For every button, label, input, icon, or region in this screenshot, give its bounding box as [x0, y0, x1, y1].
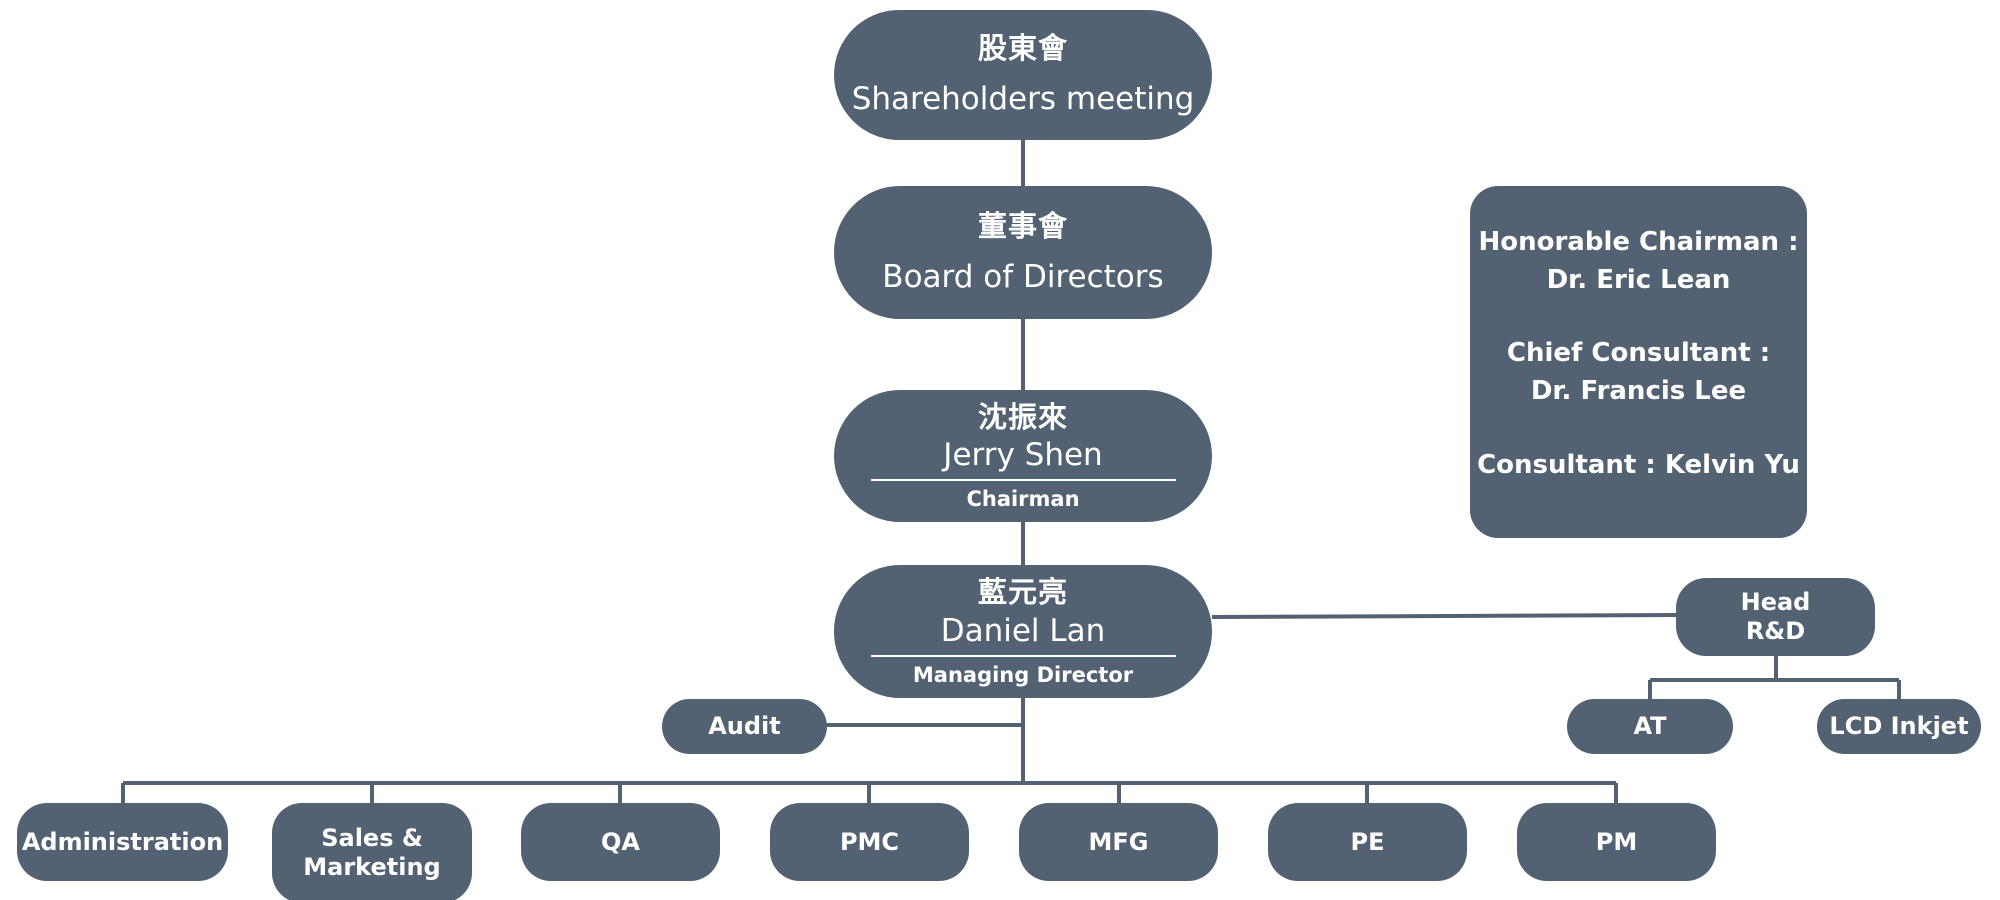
- dept-pm-label: PM: [1595, 827, 1638, 856]
- shareholders-node: 股東會 Shareholders meeting: [834, 10, 1212, 140]
- dept-administration-label: Administration: [21, 827, 224, 856]
- rd-child-at-label: AT: [1633, 712, 1667, 741]
- md-name-zh: 藍元亮: [977, 575, 1068, 610]
- consultant: Consultant : Kelvin Yu: [1470, 447, 1807, 485]
- honorable-chairman: Honorable Chairman : Dr. Eric Lean: [1470, 224, 1807, 299]
- chairman-name-en: Jerry Shen: [943, 437, 1103, 474]
- md-name-en: Daniel Lan: [940, 612, 1106, 649]
- dept-pe-label: PE: [1350, 827, 1385, 856]
- board-name-zh: 董事會: [977, 208, 1068, 243]
- rd-child-lcd-inkjet: LCD Inkjet: [1817, 699, 1981, 754]
- chief-consultant: Chief Consultant : Dr. Francis Lee: [1470, 335, 1807, 410]
- rd-child-at: AT: [1567, 699, 1733, 754]
- dept-pmc-label: PMC: [839, 827, 900, 856]
- rd-child-lcd-inkjet-label: LCD Inkjet: [1829, 712, 1969, 741]
- dept-qa-label: QA: [601, 827, 640, 856]
- rd-line1: Head: [1740, 588, 1811, 617]
- dept-sales-marketing-label: Sales & Marketing: [303, 824, 441, 881]
- dept-administration: Administration: [17, 803, 228, 881]
- advisors-box: Honorable Chairman : Dr. Eric Lean Chief…: [1470, 186, 1807, 538]
- chairman-role: Chairman: [870, 479, 1176, 512]
- shareholders-name-en: Shareholders meeting: [851, 81, 1195, 118]
- managing-director-node: 藍元亮 Daniel Lan Managing Director: [834, 565, 1212, 698]
- md-role: Managing Director: [870, 654, 1176, 688]
- dept-mfg-label: MFG: [1088, 827, 1149, 856]
- board-node: 董事會 Board of Directors: [834, 186, 1212, 319]
- audit-label: Audit: [708, 712, 781, 741]
- chief-consultant-name: Dr. Francis Lee: [1530, 376, 1747, 407]
- rd-line2: R&D: [1745, 617, 1806, 645]
- dept-pe: PE: [1268, 803, 1467, 881]
- audit-node: Audit: [662, 699, 827, 754]
- chairman-name-zh: 沈振來: [977, 399, 1068, 434]
- honorable-chairman-name: Dr. Eric Lean: [1546, 264, 1731, 295]
- dept-pmc: PMC: [770, 803, 969, 881]
- chief-consultant-title: Chief Consultant :: [1506, 338, 1771, 369]
- board-name-en: Board of Directors: [882, 258, 1164, 295]
- honorable-chairman-title: Honorable Chairman :: [1478, 227, 1799, 257]
- shareholders-name-zh: 股東會: [977, 31, 1068, 66]
- dept-mfg: MFG: [1019, 803, 1218, 881]
- dept-sales-marketing: Sales & Marketing: [272, 803, 472, 900]
- consultant-text: Consultant : Kelvin Yu: [1477, 449, 1800, 480]
- chairman-node: 沈振來 Jerry Shen Chairman: [834, 390, 1212, 522]
- rd-head-node: Head R&D: [1676, 578, 1875, 656]
- connector-md-rd: [1211, 613, 1677, 619]
- dept-qa: QA: [521, 803, 720, 881]
- dept-pm: PM: [1517, 803, 1716, 881]
